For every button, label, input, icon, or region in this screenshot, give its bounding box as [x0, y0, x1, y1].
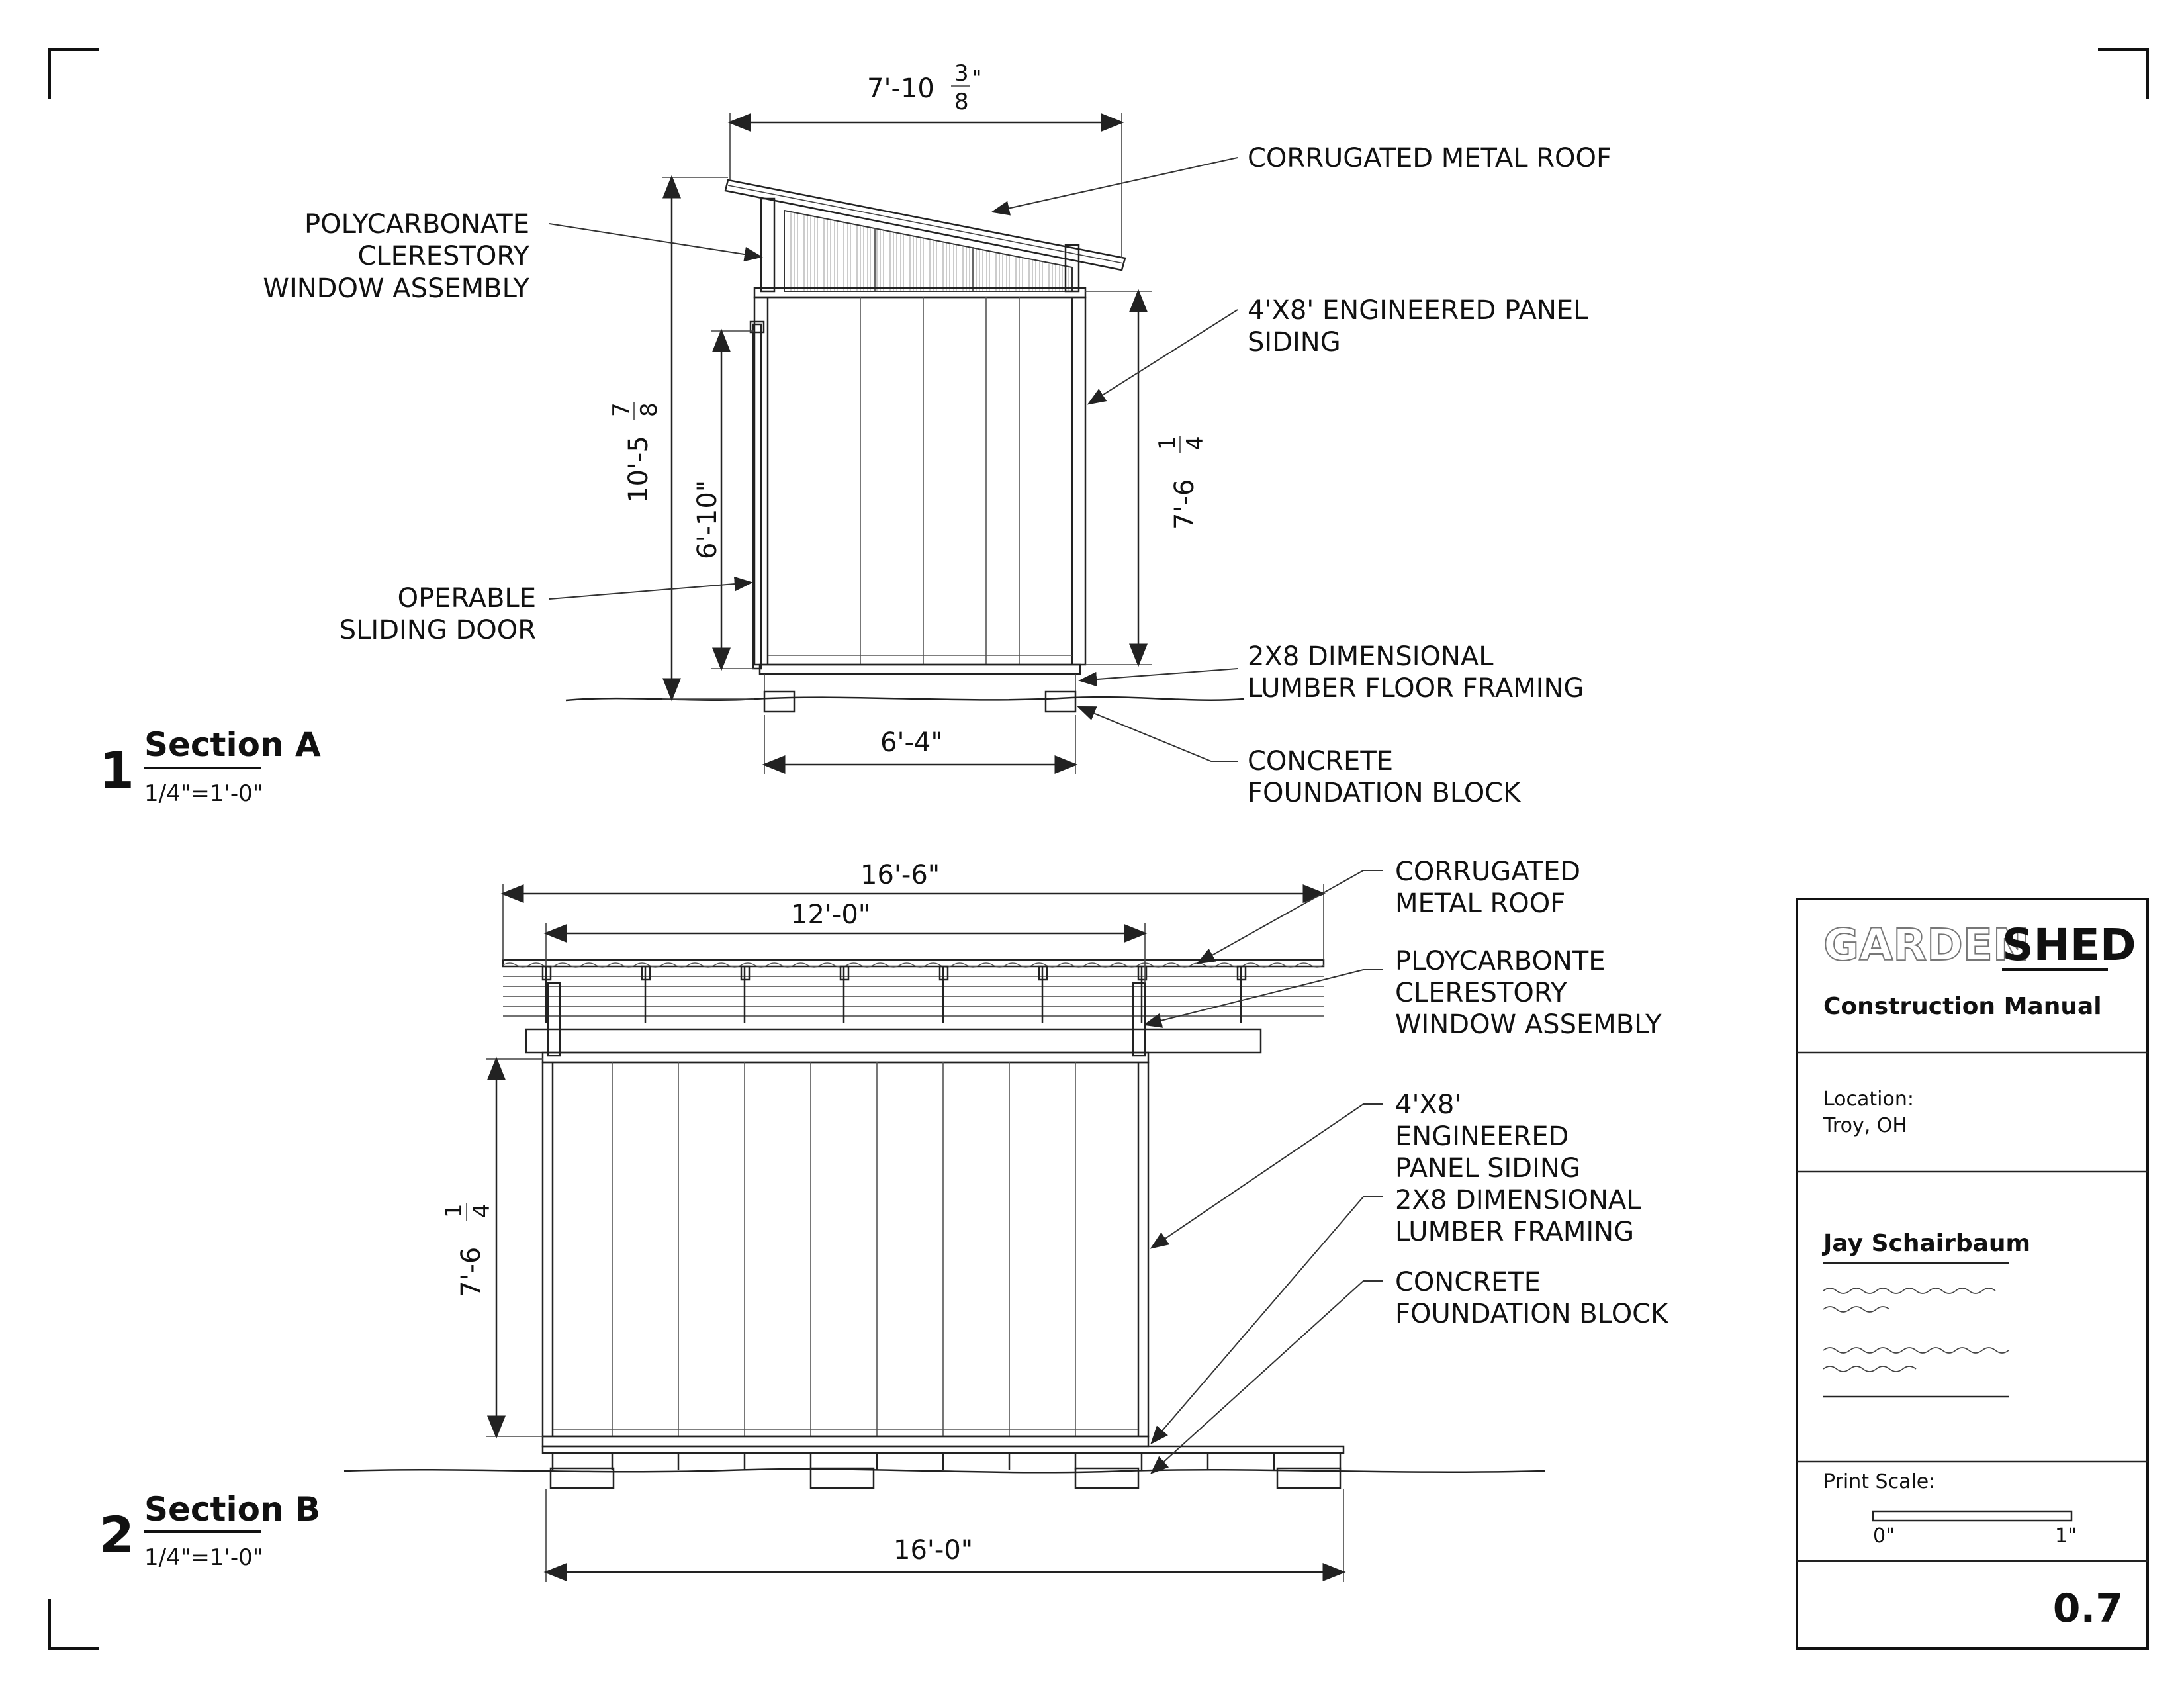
label-b-clerestory-1: PLOYCARBONTE [1395, 946, 1605, 976]
svg-text:8: 8 [954, 89, 969, 115]
dim-b-base-width: 16'-0" [893, 1535, 973, 1566]
section-a-number: 1 [99, 741, 134, 800]
section-b-dimensions [486, 884, 1346, 1582]
section-b-title-text: Section B [144, 1490, 320, 1528]
corner-marks [48, 48, 2149, 1650]
label-a-siding-1: 4'X8' ENGINEERED PANEL [1248, 295, 1588, 326]
label-b-siding-3: PANEL SIDING [1395, 1153, 1580, 1184]
dim-a-wall-height: 7'-6 [1169, 479, 1200, 530]
section-a-scale: 1/4"=1'-0" [144, 780, 263, 807]
dim-a-base-width: 6'-4" [880, 727, 943, 758]
label-a-foundation-2: FOUNDATION BLOCK [1248, 778, 1522, 808]
label-b-siding-1: 4'X8' [1395, 1090, 1461, 1120]
label-b-roof-1: CORRUGATED [1395, 857, 1580, 887]
svg-text:": " [972, 66, 982, 92]
label-b-roof-2: METAL ROOF [1395, 888, 1565, 919]
label-a-door-2: SLIDING DOOR [340, 615, 536, 645]
section-b-leaders [1143, 870, 1383, 1474]
section-a-drawing [565, 179, 1245, 713]
section-a-labels: CORRUGATED METAL ROOF POLYCARBONATE CLER… [263, 143, 1612, 808]
section-b-drawing [343, 959, 1546, 1489]
dim-b-overall-width: 16'-6" [860, 860, 940, 890]
scale-start-label: 0" [1873, 1524, 1895, 1548]
location-label: Location: [1823, 1088, 1914, 1111]
label-a-clerestory-1: POLYCARBONATE [304, 209, 529, 240]
brand-shed: SHED [2002, 919, 2136, 970]
dim-b-wall-height: 7'-6 [456, 1247, 486, 1297]
sheet-number: 0.7 [2053, 1585, 2123, 1632]
brand-garden: GARDEN [1823, 919, 2029, 970]
label-b-foundation-1: CONCRETE [1395, 1267, 1541, 1297]
svg-text:7: 7 [608, 402, 635, 417]
svg-text:1: 1 [441, 1203, 467, 1218]
section-b-number: 2 [99, 1505, 134, 1564]
label-b-clerestory-2: CLERESTORY [1395, 978, 1567, 1008]
location-value: Troy, OH [1823, 1114, 1907, 1137]
title-block: GARDEN SHED Construction Manual Location… [1796, 898, 2149, 1650]
svg-text:4: 4 [469, 1203, 495, 1218]
section-a-dimension-text: 7'-10 3 8 " 10'-5 7 8 6'-10" 7'-6 1 4 6'… [608, 60, 1208, 758]
scale-end-label: 1" [2055, 1524, 2077, 1548]
svg-text:3: 3 [954, 60, 969, 87]
svg-text:8: 8 [636, 402, 662, 417]
label-a-door-1: OPERABLE [398, 583, 536, 614]
section-a-title-text: Section A [144, 726, 321, 764]
label-a-clerestory-2: CLERESTORY [357, 241, 529, 271]
section-a-title: 1 Section A 1/4"=1'-0" [99, 726, 321, 807]
label-b-foundation-2: FOUNDATION BLOCK [1395, 1299, 1669, 1329]
dim-b-inner-width: 12'-0" [791, 900, 870, 930]
label-a-floor-2: LUMBER FLOOR FRAMING [1248, 673, 1584, 704]
dim-a-door-height: 6'-10" [692, 480, 723, 559]
print-scale-label: Print Scale: [1823, 1470, 1935, 1493]
label-a-clerestory-3: WINDOW ASSEMBLY [263, 273, 529, 304]
author-name: Jay Schairbaum [1821, 1230, 2030, 1257]
section-b-scale: 1/4"=1'-0" [144, 1544, 263, 1571]
label-a-siding-2: SIDING [1248, 327, 1341, 357]
section-a-leaders [549, 157, 1238, 762]
label-b-clerestory-3: WINDOW ASSEMBLY [1395, 1009, 1662, 1040]
label-a-roof: CORRUGATED METAL ROOF [1248, 143, 1612, 173]
section-b-title: 2 Section B 1/4"=1'-0" [99, 1490, 320, 1571]
dim-a-top-width: 7'-10 [867, 73, 934, 104]
signature-scribble [1823, 1288, 2009, 1372]
section-b-dimension-text: 16'-6" 12'-0" 7'-6 1 4 16'-0" [441, 860, 973, 1566]
title-block-subtitle: Construction Manual [1823, 993, 2102, 1020]
label-a-foundation-1: CONCRETE [1248, 746, 1393, 776]
label-b-siding-2: ENGINEERED [1395, 1121, 1569, 1152]
section-a-dimensions [662, 113, 1152, 774]
scale-bar [1872, 1510, 2073, 1522]
label-b-framing-2: LUMBER FRAMING [1395, 1217, 1634, 1247]
svg-text:1: 1 [1154, 436, 1181, 450]
label-a-floor-1: 2X8 DIMENSIONAL [1248, 641, 1494, 672]
label-b-framing-1: 2X8 DIMENSIONAL [1395, 1185, 1641, 1215]
dim-a-overall-height: 10'-5 [623, 436, 654, 503]
svg-text:4: 4 [1182, 436, 1208, 450]
section-b-labels: CORRUGATED METAL ROOF PLOYCARBONTE CLERE… [1395, 857, 1669, 1329]
